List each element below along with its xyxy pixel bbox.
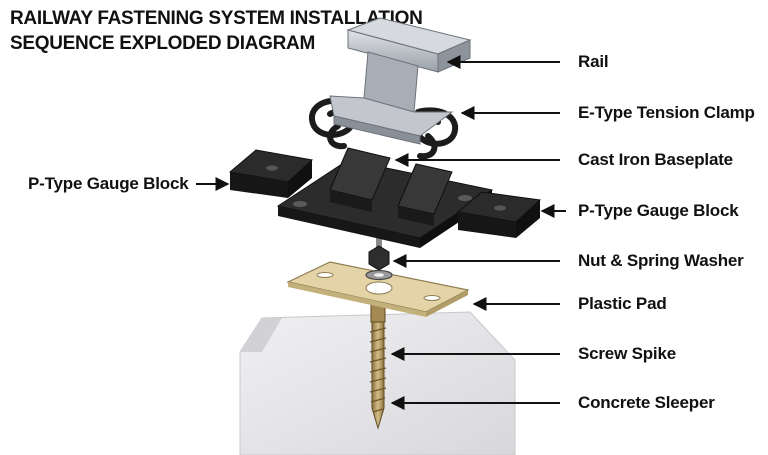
- title-line-2: SEQUENCE EXPLODED DIAGRAM: [10, 33, 315, 54]
- gauge-block-right: [456, 191, 542, 238]
- cast-iron-baseplate: [276, 147, 494, 248]
- label-baseplate: Cast Iron Baseplate: [578, 150, 733, 169]
- rail: [329, 17, 472, 145]
- leader-arrows: [196, 55, 566, 410]
- spike-threads: [369, 327, 387, 413]
- label-gauge-block-left: P-Type Gauge Block: [28, 174, 189, 193]
- label-screw-spike: Screw Spike: [578, 344, 676, 363]
- gauge-block-left: [228, 149, 314, 198]
- label-gauge-block-right: P-Type Gauge Block: [578, 201, 739, 220]
- title-line-1: RAILWAY FASTENING SYSTEM INSTALLATION: [10, 8, 423, 29]
- label-plastic-pad: Plastic Pad: [578, 294, 667, 313]
- plastic-pad: [286, 261, 470, 317]
- screw-spike: [369, 299, 387, 430]
- label-nut-washer: Nut & Spring Washer: [578, 251, 744, 270]
- label-e-clamp: E-Type Tension Clamp: [578, 103, 755, 122]
- diagram-title: RAILWAY FASTENING SYSTEM INSTALLATION SE…: [10, 6, 423, 56]
- label-rail: Rail: [578, 52, 609, 71]
- nut-and-washer: [365, 236, 393, 281]
- label-concrete-sleeper: Concrete Sleeper: [578, 393, 715, 412]
